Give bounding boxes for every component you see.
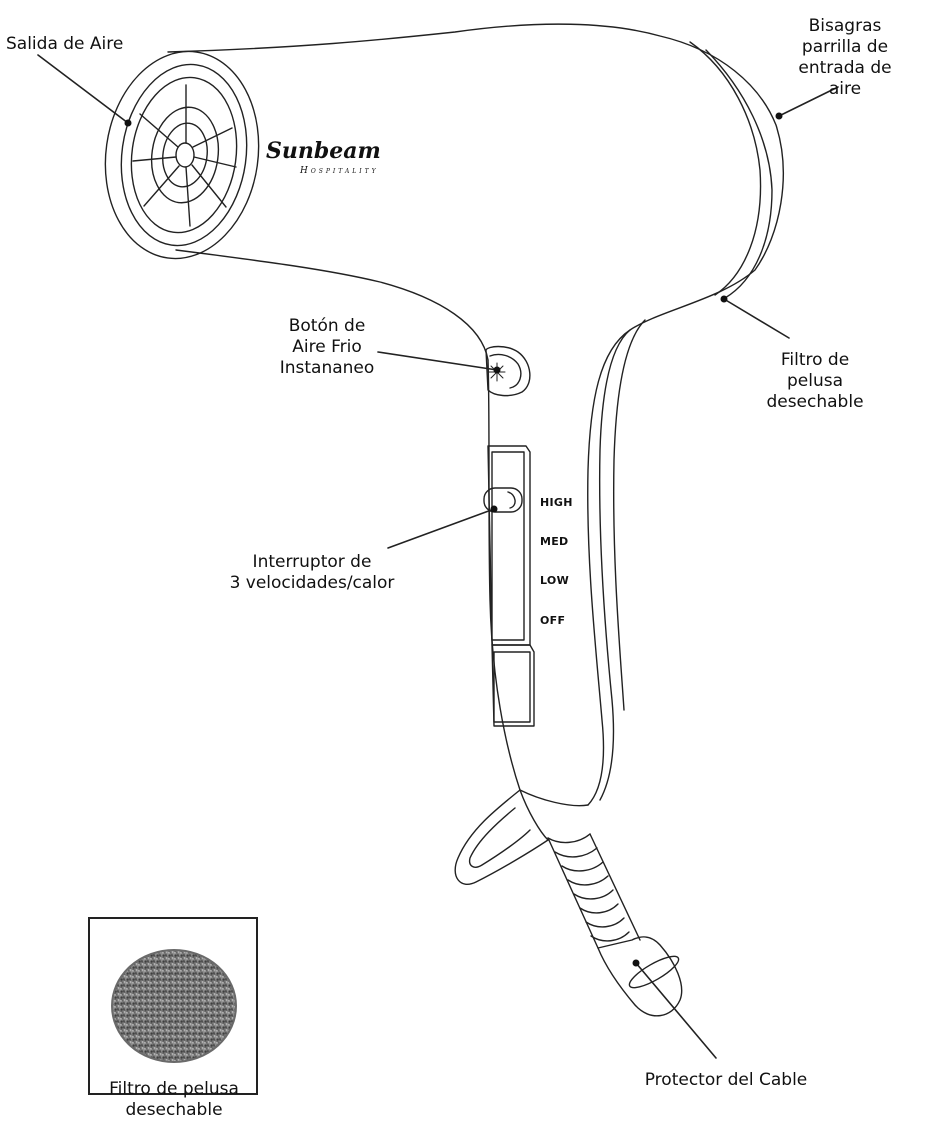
label-cool-shot-button: Botón de Aire Frio Instananeo (280, 316, 375, 379)
leader-dots (125, 113, 783, 967)
switch-level-high: HIGH (540, 496, 573, 509)
switch-level-off: OFF (540, 614, 565, 627)
label-cool-shot-line3: Instananeo (280, 358, 375, 379)
label-air-intake-hinge: Bisagras parrilla de entrada de aire (796, 16, 895, 100)
label-cool-shot-line2: Aire Frio (280, 337, 375, 358)
cord-protector-ribs (548, 834, 640, 948)
label-lint-filter-photo: Filtro de pelusa desechable (109, 1061, 239, 1121)
label-cord-protector: Protector del Cable (645, 1070, 808, 1091)
label-lint-filter: Filtro de pelusa desechable (751, 350, 880, 413)
label-cool-shot-line1: Botón de (280, 316, 375, 337)
label-air-intake-hinge-line1: Bisagras parrilla de (796, 16, 895, 58)
cool-shot-button-shape (486, 347, 530, 396)
brand-logo-sunbeam: Sunbeam (266, 138, 381, 164)
label-lint-filter-photo-line2: desechable (109, 1100, 239, 1121)
hanging-loop (455, 790, 548, 884)
switch-level-low: LOW (540, 574, 569, 587)
leader-lines (38, 55, 838, 1058)
switch-level-med: MED (540, 535, 569, 548)
label-lint-filter-line2: desechable (751, 392, 880, 413)
label-lint-filter-photo-line1: Filtro de pelusa (109, 1079, 239, 1100)
label-air-outlet: Salida de Aire (6, 34, 123, 55)
label-speed-heat-switch: Interruptor de 3 velocidades/calor (230, 552, 395, 594)
label-lint-filter-line1: Filtro de pelusa (751, 350, 880, 392)
air-outlet-nozzle (92, 41, 271, 268)
brand-logo-hospitality: Hospitality (300, 166, 379, 176)
dryer-body (168, 24, 783, 840)
label-air-intake-hinge-line2: entrada de aire (796, 58, 895, 100)
label-switch-line1: Interruptor de (230, 552, 395, 573)
label-switch-line2: 3 velocidades/calor (230, 573, 395, 594)
